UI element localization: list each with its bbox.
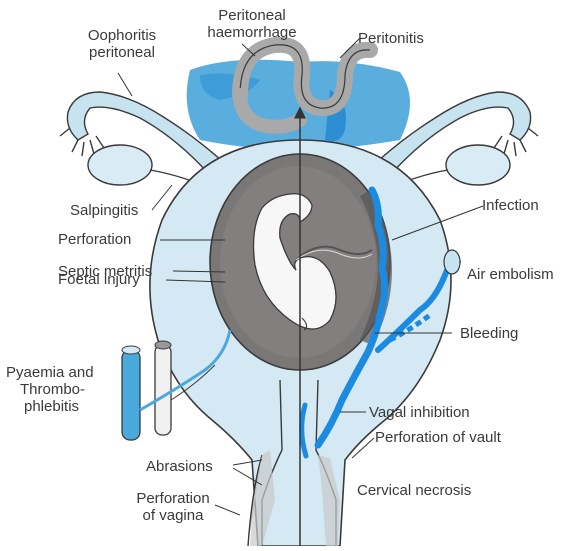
label-peritoneal-haemorrhage-line2: haemorrhage bbox=[192, 24, 312, 41]
label-vagal-inhibition: Vagal inhibition bbox=[369, 404, 470, 421]
label-perforation: Perforation bbox=[58, 231, 131, 248]
label-oophoritis: Oophoritis peritoneal bbox=[76, 27, 168, 61]
label-pyaemia-line2: Thrombo- bbox=[6, 381, 94, 398]
label-pyaemia-line1: Pyaemia and bbox=[6, 364, 94, 381]
label-peritoneal-haemorrhage-line1: Peritoneal bbox=[192, 7, 312, 24]
label-perforation-of-vault: Perforation of vault bbox=[375, 429, 501, 446]
label-air-embolism: Air embolism bbox=[467, 266, 554, 283]
label-infection: Infection bbox=[482, 197, 539, 214]
label-abrasions: Abrasions bbox=[146, 458, 213, 475]
label-pyaemia: Pyaemia and Thrombo- phlebitis bbox=[6, 364, 94, 415]
vein-left bbox=[122, 350, 140, 440]
label-perforation-of-vagina-line1: Perforation bbox=[130, 490, 216, 507]
vein-right bbox=[155, 345, 171, 435]
label-perforation-of-vagina: Perforation of vagina bbox=[130, 490, 216, 524]
label-peritonitis: Peritonitis bbox=[358, 30, 424, 47]
label-peritoneal-haemorrhage: Peritoneal haemorrhage bbox=[192, 7, 312, 41]
left-ovary bbox=[88, 145, 152, 185]
label-cervical-necrosis: Cervical necrosis bbox=[357, 482, 471, 499]
label-oophoritis-line2: peritoneal bbox=[76, 44, 168, 61]
label-perforation-of-vagina-line2: of vagina bbox=[130, 507, 216, 524]
label-oophoritis-line1: Oophoritis bbox=[76, 27, 168, 44]
label-foetal-injury: Foetal injury bbox=[58, 271, 140, 288]
right-ovary bbox=[446, 145, 510, 185]
label-pyaemia-line3: phlebitis bbox=[6, 398, 94, 415]
label-bleeding: Bleeding bbox=[460, 325, 518, 342]
label-salpingitis: Salpingitis bbox=[70, 202, 138, 219]
